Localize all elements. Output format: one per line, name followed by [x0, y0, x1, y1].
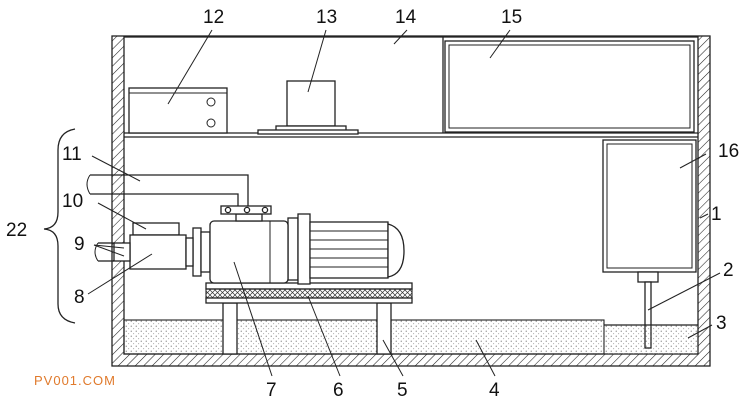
label-11: 11	[62, 144, 82, 165]
leader-lines	[87, 29, 721, 377]
inlet-connector	[94, 222, 194, 270]
label-5: 5	[397, 380, 408, 401]
panel	[444, 40, 695, 133]
tank	[602, 139, 697, 273]
label-15: 15	[501, 7, 522, 28]
label-2: 2	[723, 260, 734, 281]
controller-box	[128, 87, 228, 134]
number-labels: 12 13 14 15 16 1 2 3 4 5 6 7 11 10 22 9 …	[6, 7, 739, 401]
label-16: 16	[718, 141, 739, 162]
outlet-pipe	[86, 174, 249, 206]
label-14: 14	[395, 7, 417, 28]
label-9: 9	[74, 234, 85, 255]
label-22: 22	[6, 220, 27, 241]
label-3: 3	[716, 313, 727, 334]
watermark: PV001.COM	[34, 373, 116, 388]
label-12: 12	[203, 7, 224, 28]
label-4: 4	[489, 380, 500, 401]
label-13: 13	[316, 7, 337, 28]
label-1: 1	[711, 204, 722, 225]
label-6: 6	[333, 380, 344, 401]
label-10: 10	[62, 191, 83, 212]
label-7: 7	[266, 380, 277, 401]
top-device	[257, 80, 359, 135]
motor	[287, 213, 405, 285]
brace-22	[43, 128, 76, 324]
label-8: 8	[74, 287, 85, 308]
pump-housing	[192, 205, 289, 284]
bottom-basin	[123, 319, 698, 355]
